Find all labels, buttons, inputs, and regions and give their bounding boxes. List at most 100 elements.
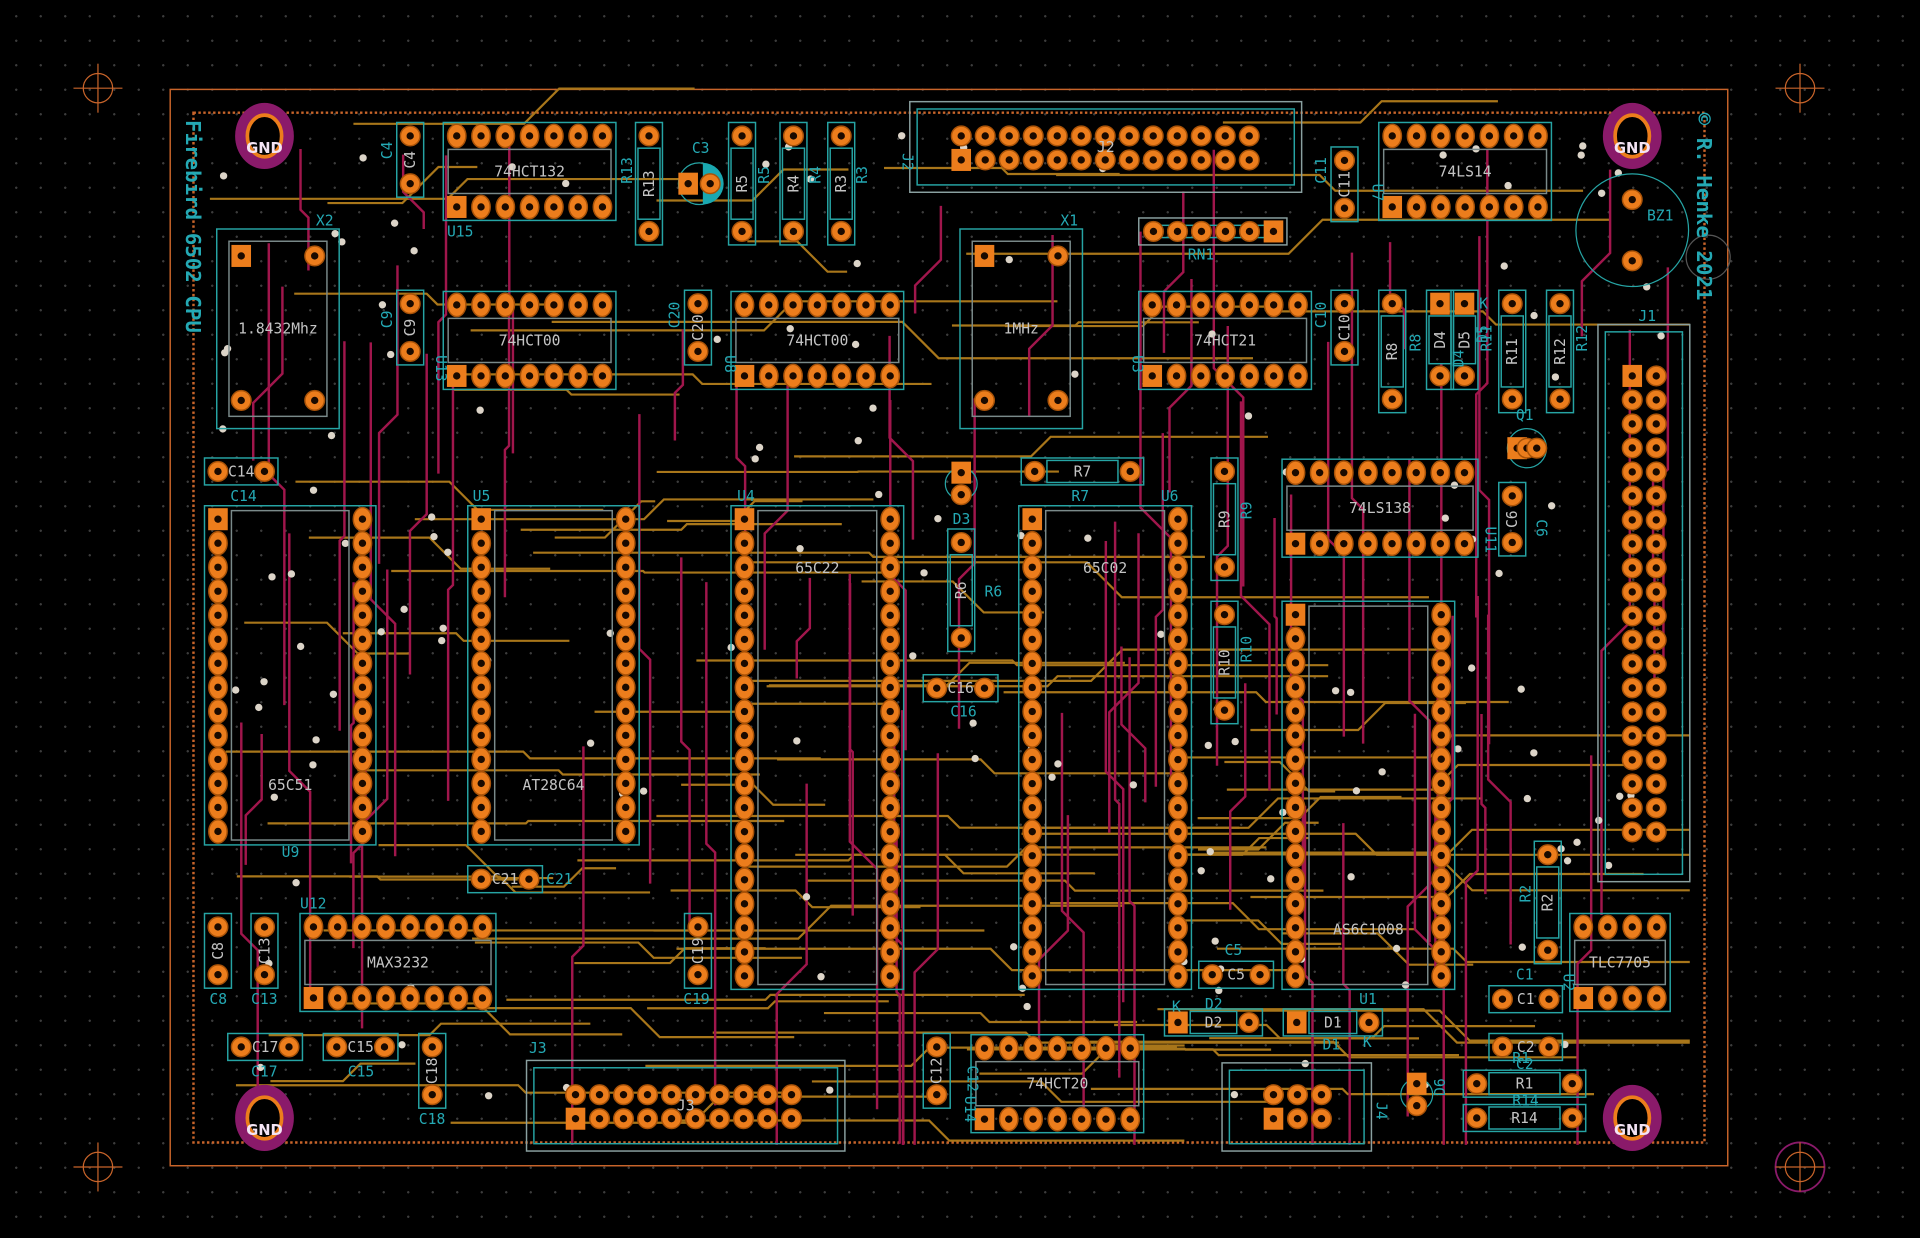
drill-hole xyxy=(1652,612,1660,620)
drill-hole xyxy=(1437,948,1445,956)
footprint-outline xyxy=(203,505,377,846)
back-copper-trace xyxy=(353,87,695,125)
reference-designator: U14 xyxy=(961,1096,978,1123)
footprint-outline xyxy=(1382,148,1548,195)
drill-hole xyxy=(619,1115,628,1123)
part-value-label: D2 xyxy=(1205,1014,1223,1031)
drill-hole xyxy=(1412,469,1420,477)
drill-hole xyxy=(643,1091,652,1099)
drill-hole xyxy=(886,924,894,932)
drill-hole xyxy=(1149,156,1157,164)
drill-hole xyxy=(525,875,533,883)
drill-hole xyxy=(694,923,702,931)
via xyxy=(390,219,399,227)
component-j4[interactable]: J4 xyxy=(1221,1062,1389,1152)
back-copper-trace xyxy=(1224,760,1336,793)
back-copper-trace xyxy=(533,551,1205,559)
gnd-label: GND xyxy=(1614,1122,1651,1139)
drill-hole xyxy=(382,923,390,931)
footprint-outline xyxy=(916,108,1296,186)
component-c3[interactable]: C3 xyxy=(677,140,724,206)
drill-hole xyxy=(645,227,653,236)
drill-hole xyxy=(501,132,509,140)
back-copper-trace xyxy=(267,819,785,825)
drill-hole xyxy=(1174,515,1182,523)
part-value-label: D5 xyxy=(1456,331,1473,349)
footprint-outline xyxy=(1597,323,1691,883)
component-d3[interactable]: D3 xyxy=(944,461,978,528)
via xyxy=(1129,781,1138,789)
drill-hole xyxy=(333,923,342,931)
part-value-label: R11 xyxy=(1504,338,1521,365)
component-d6[interactable]: D6 xyxy=(1400,1072,1449,1117)
component-rn1[interactable]: RN1 xyxy=(1138,217,1288,264)
back-copper-trace xyxy=(794,435,1268,458)
drill-hole xyxy=(1545,995,1553,1003)
component-j1[interactable]: J1 xyxy=(1597,308,1691,883)
drill-hole xyxy=(1148,372,1156,380)
drill-hole xyxy=(214,971,222,979)
drill-hole xyxy=(380,1043,389,1051)
drill-hole xyxy=(406,923,414,931)
footprint-outline xyxy=(228,240,328,418)
component-bz1[interactable]: BZ1 xyxy=(1575,173,1731,288)
component-q1[interactable]: Q1 xyxy=(1506,407,1548,469)
